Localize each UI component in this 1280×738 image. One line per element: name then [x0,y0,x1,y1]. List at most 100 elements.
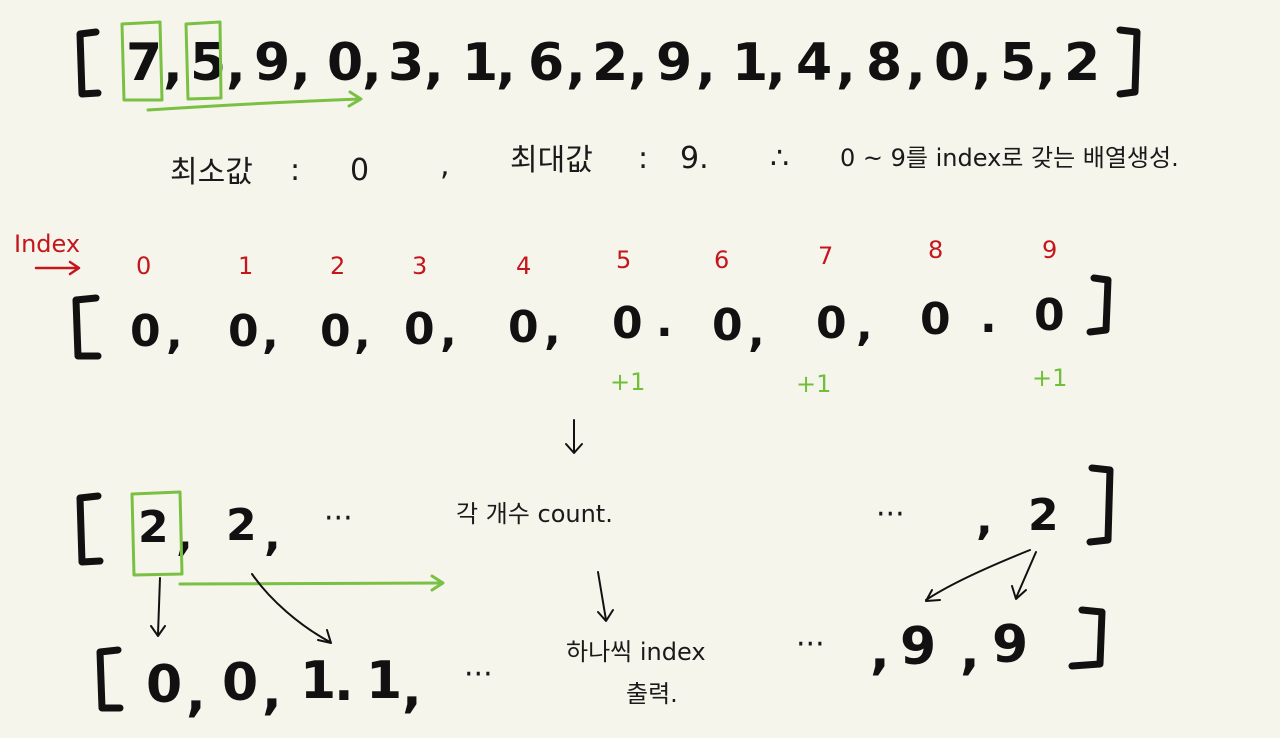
input-comma: , [496,35,516,95]
input-value: 5 [1000,33,1036,93]
count-tail-ellipsis: ··· [876,497,905,532]
index-number: 2 [330,252,345,280]
zero-value: 0 [920,294,951,345]
output-comma: , [870,621,890,681]
zero-value: 0 [612,298,643,349]
output-comma: . [334,653,354,713]
index-label: Index [14,230,80,258]
zero-comma: , [748,306,765,357]
down-arrow [565,419,583,454]
output-comma: , [960,621,980,681]
input-value: 2 [592,33,628,93]
zero-value: 0 [816,298,847,349]
input-comma: , [696,35,716,95]
count-value: 2 [226,500,257,551]
input-comma: , [362,35,382,95]
input-array: 7 , 5 , 9 , 0 , 3 , 1 , 6 , 2 , 9 , 1 , … [76,20,1141,112]
output-comma: , [262,661,282,721]
right-bracket [1068,606,1106,670]
input-value: 4 [796,33,832,93]
zero-comma: . [980,292,997,343]
index-number: 0 [136,252,151,280]
input-value: 0 [327,33,363,93]
zero-comma: . [656,296,673,347]
count-note: 각 개수 count. [456,500,613,528]
count-comma: , [176,510,193,561]
scan-arrow [178,581,444,586]
zero-value: 0 [508,302,539,353]
output-tail-ellipsis: ··· [796,627,825,662]
input-value: 0 [934,33,970,93]
input-value: 1 [732,33,768,93]
zero-value: 0 [320,306,351,357]
count-to-output-arrow [150,577,166,637]
input-comma: , [836,35,856,95]
input-comma: , [291,35,311,95]
zero-comma: , [354,308,371,359]
plus-one-label: +1 [610,368,645,396]
input-comma: , [424,35,444,95]
zero-array: 0 , 0 , 0 , 0 , 0 , 0 . 0 , 0 , 0 . 0 +1… [72,274,1112,398]
output-value: 9 [992,615,1028,675]
highlight-box [120,20,164,102]
therefore-symbol: ∴ [770,141,789,176]
left-bracket [72,294,102,360]
input-value: 3 [388,33,424,93]
down-arrow [597,571,614,622]
count-to-output-arrow [1011,551,1037,600]
input-value: 9 [656,33,692,93]
input-comma: , [163,35,183,95]
count-comma: , [264,510,281,561]
highlight-box [130,490,184,577]
output-value: 0 [222,653,258,713]
zero-comma: , [440,306,457,357]
zero-value: 0 [712,300,743,351]
output-note: 출력. [626,680,678,708]
input-value: 6 [528,33,564,93]
output-ellipsis: ··· [464,657,493,692]
input-value: 8 [866,33,902,93]
input-comma: , [766,35,786,95]
left-bracket [76,492,104,566]
index-number: 7 [818,242,833,270]
output-note: 하나씩 index [566,638,706,666]
input-comma: , [906,35,926,95]
count-ellipsis: ··· [324,501,353,536]
scan-arrow [146,97,362,112]
index-number: 4 [516,252,531,280]
min-label: 최소값 [170,155,253,190]
input-value: 7 [126,33,162,93]
count-comma: , [976,494,993,545]
index-header: Index 0 1 2 3 4 5 6 7 8 9 [14,230,1057,280]
output-comma: , [402,659,422,719]
count-to-output-arrow [251,573,332,644]
zero-comma: , [166,308,183,359]
right-bracket [1116,26,1141,98]
input-value: 1 [462,33,498,93]
output-array: 0 , 0 , 1 . 1 , ··· 하나씩 index 출력. ··· , … [96,606,1106,723]
index-number: 1 [238,252,253,280]
zero-comma: , [262,308,279,359]
right-bracket [1086,464,1114,546]
max-label: 최대값 [510,143,593,178]
input-comma: , [1036,35,1056,95]
count-to-output-arrow [925,549,1031,602]
index-arrow [34,260,81,276]
left-bracket [76,28,102,98]
input-comma: , [226,35,246,95]
plus-one-label: +1 [796,370,831,398]
output-value: 0 [146,655,182,715]
count-value: 2 [1028,490,1059,541]
zero-comma: , [544,304,561,355]
left-bracket [96,646,124,712]
input-comma: , [972,35,992,95]
highlight-box [184,20,223,101]
index-number: 3 [412,252,427,280]
scan-arrow-head [430,574,445,592]
min-value: 0 [350,153,369,188]
input-value: 9 [254,33,290,93]
output-comma: , [186,663,206,723]
max-separator: : [638,141,648,176]
min-separator: : [290,153,300,188]
